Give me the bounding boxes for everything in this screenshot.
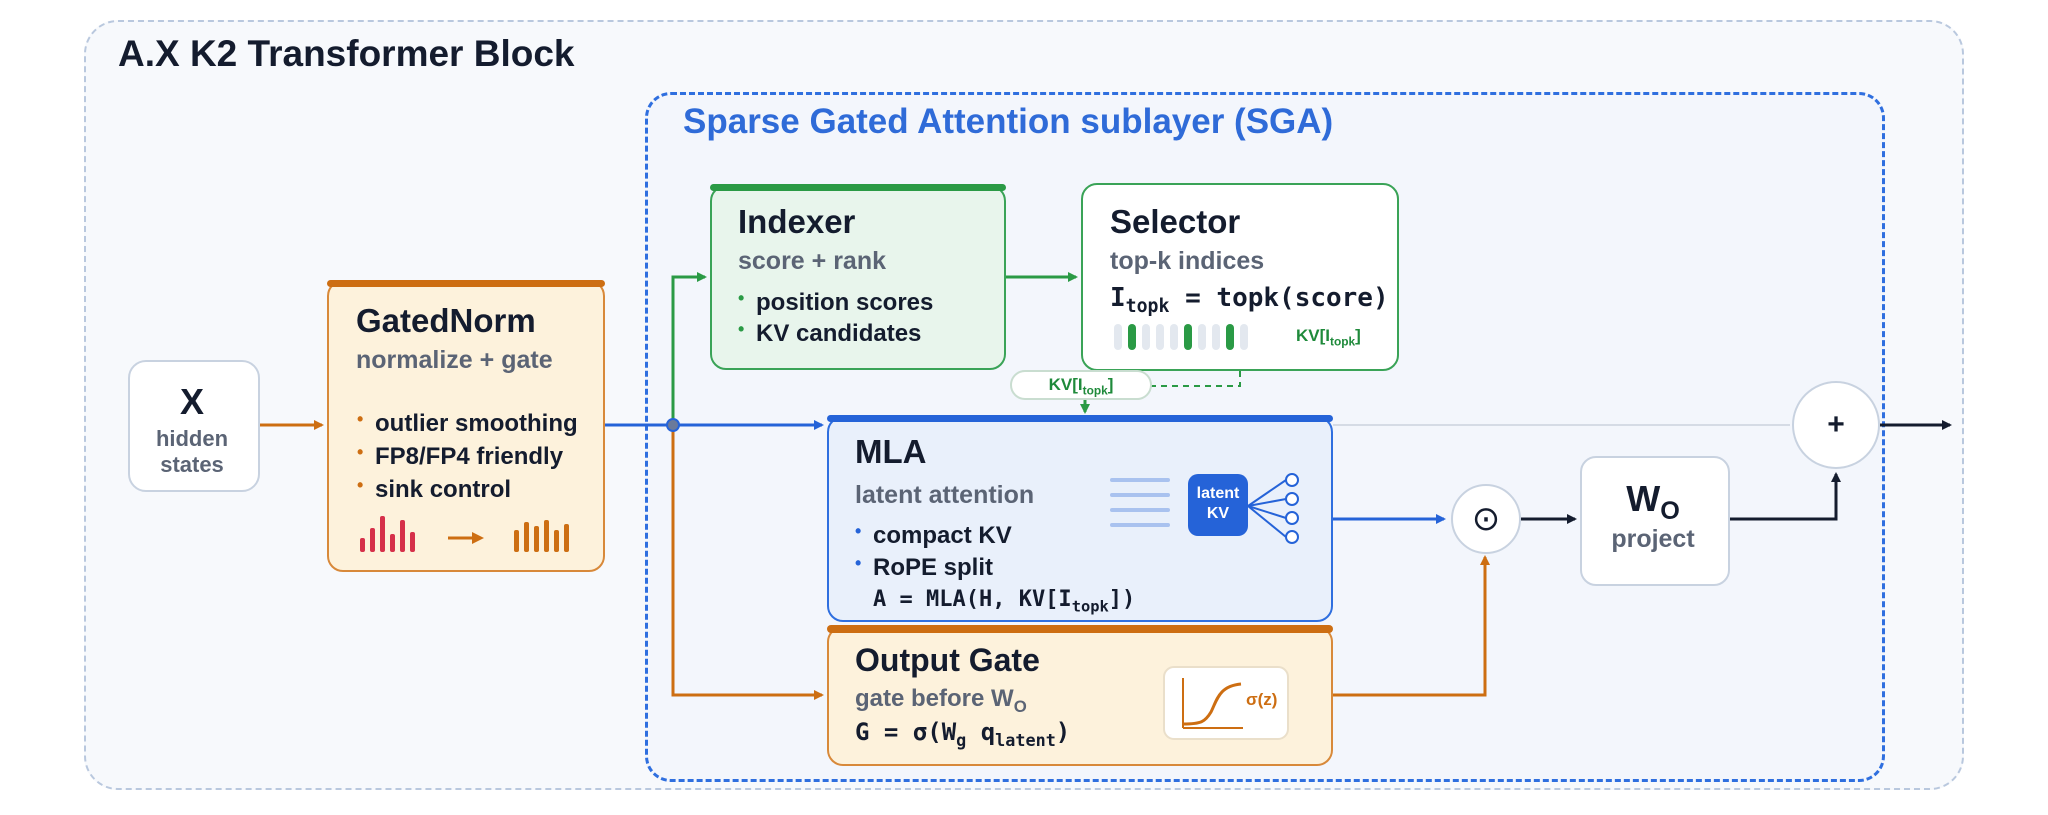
output-gate-top-bar — [827, 625, 1333, 633]
output-gate-formula: G = σ(Wg qlatent) — [855, 718, 1071, 750]
arrow-gate-to-multiply — [1333, 555, 1490, 697]
indexer-top-bar — [710, 184, 1006, 191]
branch-junction — [666, 418, 680, 432]
arrow-branch-to-indexer — [671, 272, 707, 425]
gatednorm-bullet-2: FP8/FP4 friendly — [357, 442, 563, 471]
gatednorm-bullet-1: outlier smoothing — [357, 409, 578, 438]
input-x-symbol: X — [179, 381, 204, 422]
selector-subtitle: top-k indices — [1110, 247, 1265, 275]
arrow-wo-to-add — [1726, 472, 1841, 521]
input-x-label-line2: states — [160, 452, 224, 477]
block-title: A.X K2 Transformer Block — [118, 33, 575, 74]
gatednorm-title: GatedNorm — [356, 302, 536, 339]
indexer-bullet-2: KV candidates — [738, 319, 921, 348]
outlier-smoothing-icon — [360, 516, 569, 552]
dashed-selector-to-kv — [1150, 371, 1241, 387]
arrow-branch-to-output-gate — [671, 425, 824, 700]
add-symbol: + — [1827, 408, 1845, 441]
residual-add-operator — [1792, 381, 1880, 469]
mla-formula: A = MLA(H, KV[Itopk]) — [873, 587, 1136, 616]
output-gate-title: Output Gate — [855, 642, 1040, 678]
wo-projection-card — [1580, 456, 1730, 586]
sga-title: Sparse Gated Attention sublayer (SGA) — [683, 102, 1334, 141]
gatednorm-subtitle: normalize + gate — [356, 346, 553, 374]
kv-topk-tag: KV[Itopk] — [1010, 370, 1152, 400]
mla-subtitle: latent attention — [855, 481, 1035, 509]
sigmoid-curve-icon — [1163, 666, 1289, 740]
selector-title: Selector — [1110, 203, 1241, 240]
gatednorm-top-bar — [327, 280, 605, 287]
mla-title: MLA — [855, 433, 927, 470]
latent-kv-icon — [1110, 473, 1299, 544]
gatednorm-bullet-3: sink control — [357, 475, 511, 504]
indexer-title: Indexer — [738, 203, 856, 240]
indexer-subtitle: score + rank — [738, 247, 887, 275]
multiply-symbol: ⊙ — [1471, 499, 1501, 539]
sigmoid-label: σ(z) — [1246, 690, 1278, 709]
multiply-operator — [1451, 484, 1521, 554]
output-gate-subtitle: gate before WO — [855, 685, 1027, 716]
input-x-label-line1: hidden — [155, 426, 229, 451]
mla-top-bar — [827, 415, 1333, 422]
selector-kv-label: KV[Itopk] — [1296, 326, 1361, 349]
indexer-bullet-1: position scores — [738, 288, 933, 317]
selector-formula: Itopk = topk(score) — [1110, 283, 1389, 318]
mla-bullet-2: RoPE split — [855, 553, 993, 582]
mla-bullet-1: compact KV — [855, 521, 1012, 550]
wo-symbol: WO — [1626, 478, 1680, 526]
wo-label: project — [1611, 525, 1695, 553]
mla-card — [827, 416, 1333, 622]
input-x-card — [128, 360, 260, 492]
topk-selection-icon — [1114, 324, 1248, 350]
